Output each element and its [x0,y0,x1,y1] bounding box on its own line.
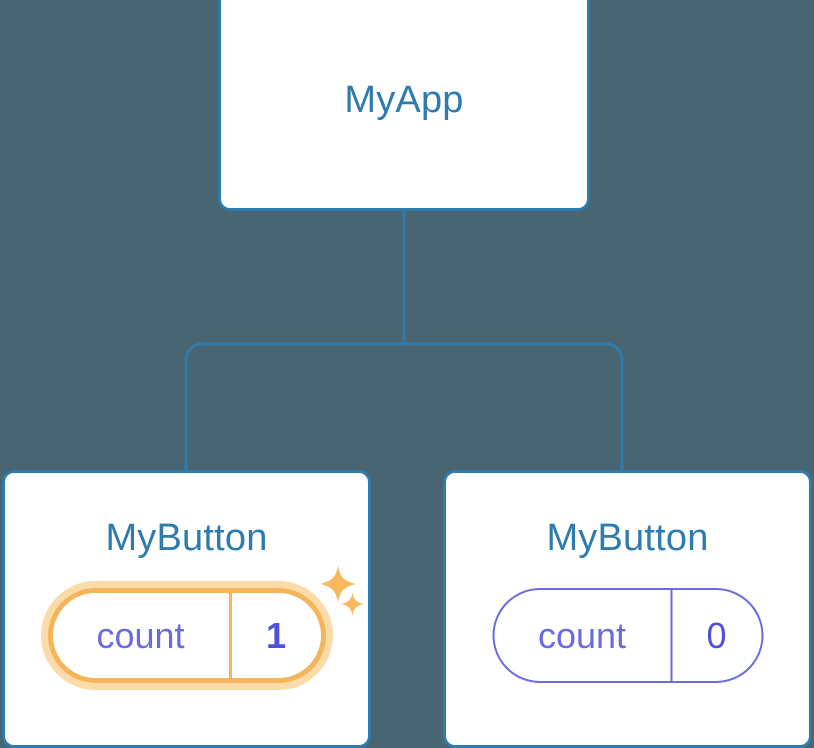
prop-pill-left-value: 1 [265,614,287,656]
node-myapp-title: MyApp [344,79,464,121]
sparkle-large-icon [320,565,356,603]
prop-pill-right-divider [670,590,672,681]
node-mybutton-left-title: MyButton [105,517,268,559]
node-mybutton-left[interactable]: MyButton count 1 [2,470,371,748]
node-myapp[interactable]: MyApp [218,0,590,211]
prop-pill-right[interactable]: count 0 [492,588,763,683]
connector-branch [184,342,624,472]
node-mybutton-right-title: MyButton [546,517,709,559]
prop-pill-left[interactable]: count 1 [47,588,326,683]
sparkle-small-icon [341,592,364,616]
node-mybutton-right[interactable]: MyButton count 0 [443,470,812,748]
prop-pill-right-value: 0 [706,614,727,656]
prop-pill-left-divider [228,593,232,678]
prop-pill-right-key: count [537,614,627,656]
prop-pill-left-key: count [96,614,185,656]
